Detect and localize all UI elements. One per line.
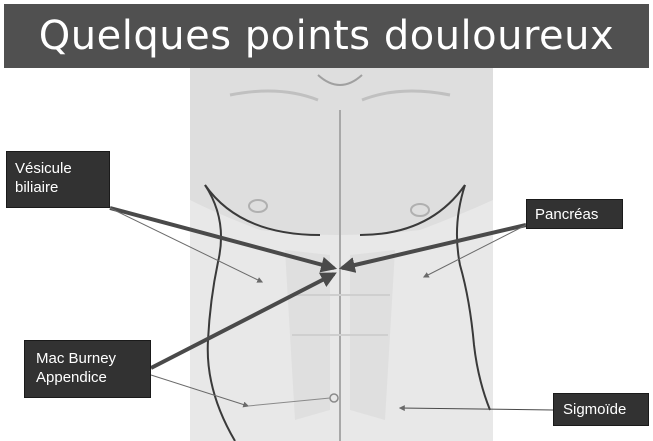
label-pancreas-text: Pancréas [535,205,622,224]
label-macburney-line-1: Mac Burney [36,349,150,368]
label-vesicule-line-2: biliaire [15,178,109,197]
label-vesicule-line-1: Vésicule [15,159,109,178]
macburney-arrow-main [151,274,334,368]
pancreas-arrow-thin [424,225,526,277]
label-sigmoide-text: Sigmoïde [563,400,648,419]
vesicule-arrow-main [110,208,334,268]
sigmoide-arrow [400,408,553,410]
macburney-arrow-thin [151,375,248,406]
label-mac-burney-appendice: Mac Burney Appendice [24,340,151,398]
pancreas-arrow-main [342,225,526,268]
slide-title: Quelques points douloureux [4,4,649,68]
label-pancreas: Pancréas [526,199,623,229]
label-sigmoide: Sigmoïde [553,393,649,426]
label-macburney-line-2: Appendice [36,368,150,387]
label-vesicule-biliaire: Vésicule biliaire [6,151,110,208]
macburney-navel-line [248,398,330,406]
vesicule-arrow-thin [110,208,262,282]
